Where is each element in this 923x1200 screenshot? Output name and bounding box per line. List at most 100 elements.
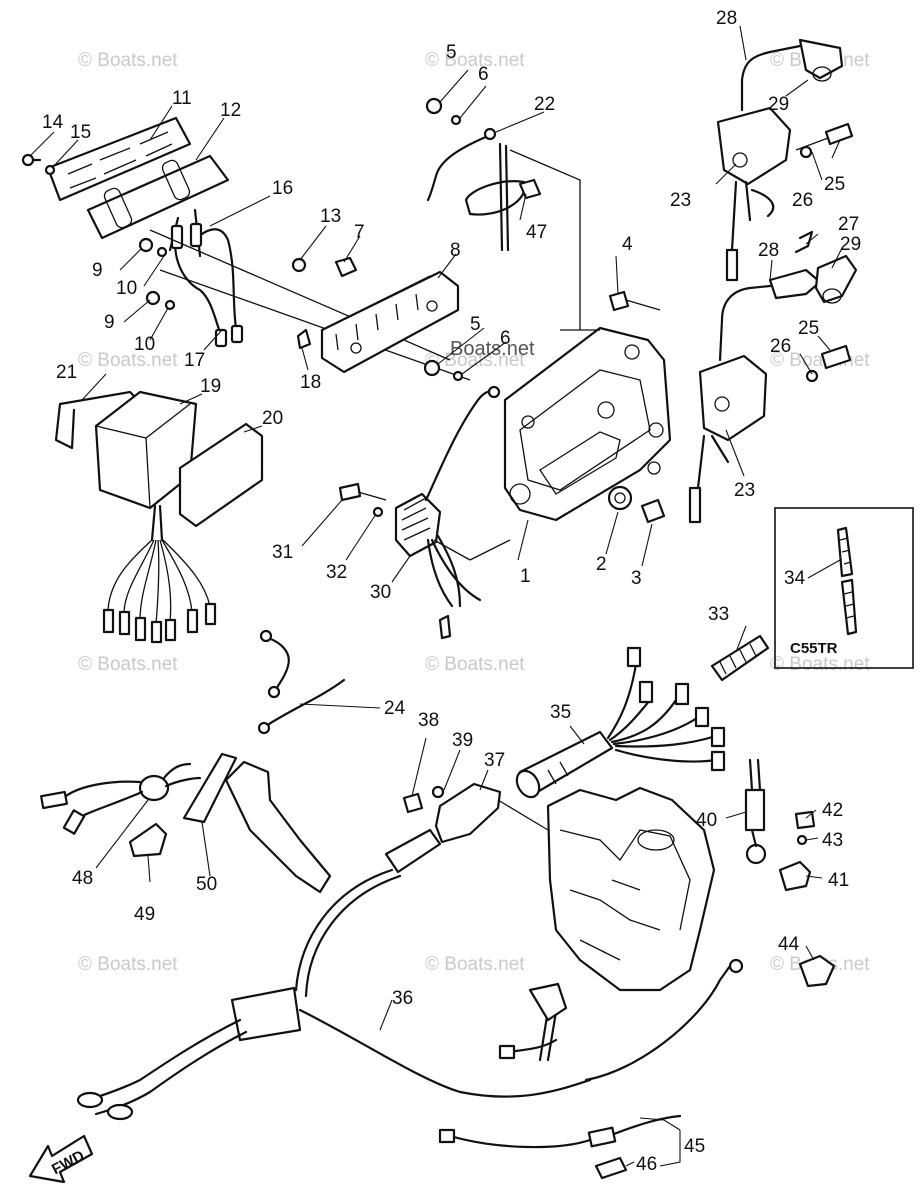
watermark: © Boats.net <box>770 654 870 675</box>
part-bracket-bar <box>320 270 460 374</box>
part-rectifier <box>394 385 511 640</box>
variant-box: C55TR <box>774 507 914 669</box>
callout-6: 6 <box>500 328 511 349</box>
part-ignition-coil-upper <box>716 38 844 282</box>
part-bushing <box>607 485 633 511</box>
callout-24: 24 <box>384 698 406 719</box>
callout-35: 35 <box>550 702 571 723</box>
callout-4: 4 <box>622 234 633 255</box>
callout-44: 44 <box>778 934 800 955</box>
callout-25: 25 <box>798 318 819 339</box>
leader-bracket <box>509 149 600 331</box>
callout-20: 20 <box>262 408 283 429</box>
part-screw <box>21 153 35 167</box>
callout-29: 29 <box>768 94 789 115</box>
callout-31: 31 <box>272 542 293 563</box>
part-washer-6 <box>452 370 464 382</box>
callout-22: 22 <box>534 94 555 115</box>
callout-19: 19 <box>200 376 221 397</box>
callout-32: 32 <box>326 562 347 583</box>
part-harness-plug <box>515 646 726 799</box>
callout-50: 50 <box>196 874 217 895</box>
part-bolt <box>334 256 358 278</box>
callout-30: 30 <box>370 582 391 603</box>
part-washer-26 <box>799 145 813 159</box>
callout-27: 27 <box>838 214 859 235</box>
callout-41: 41 <box>828 870 849 891</box>
callout-11: 11 <box>172 88 192 109</box>
part-switch-48 <box>40 762 202 835</box>
callout-23: 23 <box>670 190 691 211</box>
part-nameplate <box>46 116 192 202</box>
callout-2: 2 <box>596 554 607 575</box>
callout-10: 10 <box>116 278 137 299</box>
part-ignition-coil-lower <box>688 254 858 524</box>
callout-17: 17 <box>184 350 205 371</box>
watermark: Boats.net <box>450 338 535 360</box>
part-screw-42 <box>794 810 816 830</box>
callout-33: 33 <box>708 604 729 625</box>
part-connector-45 <box>438 1114 682 1149</box>
part-switch-40 <box>744 758 767 865</box>
part-nut <box>291 257 307 273</box>
callout-3: 3 <box>631 568 642 589</box>
callout-6: 6 <box>478 64 489 85</box>
callout-38: 38 <box>418 710 439 731</box>
variant-label: C55TR <box>790 640 838 657</box>
part-clip <box>296 328 312 350</box>
part-washer-6-top <box>450 114 462 126</box>
part-washer-43 <box>796 834 808 846</box>
callout-25: 25 <box>824 174 845 195</box>
part-cdi-wires <box>102 504 217 644</box>
callout-10: 10 <box>134 334 155 355</box>
callout-9: 9 <box>92 260 103 281</box>
part-bolt-31 <box>338 482 362 502</box>
part-sleeve <box>710 634 770 682</box>
callout-21: 21 <box>56 362 77 383</box>
part-plug-46 <box>594 1156 628 1180</box>
callout-26: 26 <box>792 190 813 211</box>
part-main-bracket <box>503 326 672 522</box>
callout-5: 5 <box>470 314 481 335</box>
callout-23: 23 <box>734 480 755 501</box>
callout-49: 49 <box>134 904 155 925</box>
part-collar <box>640 498 666 524</box>
part-bracket-41 <box>778 860 812 892</box>
part-washer-39 <box>431 785 445 799</box>
callout-13: 13 <box>320 206 341 227</box>
part-plate-holder <box>86 154 230 240</box>
callout-18: 18 <box>300 372 321 393</box>
fwd-arrow: FWD <box>28 1134 94 1184</box>
callout-47: 47 <box>526 222 547 243</box>
watermark-layer: © Boats.net © Boats.net © Boats.net © Bo… <box>78 50 870 975</box>
part-ground-wire <box>426 127 542 252</box>
callout-12: 12 <box>220 100 241 121</box>
part-bolt-38 <box>402 792 424 814</box>
part-bolt-4 <box>608 290 630 312</box>
part-cover <box>178 422 264 528</box>
part-bolt-25 <box>824 122 854 146</box>
part-clamp <box>798 954 836 988</box>
callout-29: 29 <box>840 234 861 255</box>
part-plate-50 <box>182 752 238 824</box>
callout-8: 8 <box>450 240 461 261</box>
callout-16: 16 <box>272 178 293 199</box>
watermark: © Boats.net <box>425 654 525 675</box>
watermark: © Boats.net <box>78 954 178 975</box>
part-screw-5-top <box>425 97 443 115</box>
part-bolt-25-lower <box>820 344 852 370</box>
callout-14: 14 <box>42 112 64 133</box>
part-bracket-37 <box>434 782 502 844</box>
part-clip-27 <box>794 230 814 254</box>
callout-1: 1 <box>520 566 531 587</box>
callout-37: 37 <box>484 750 505 771</box>
callout-40: 40 <box>696 810 717 831</box>
watermark: © Boats.net <box>425 954 525 975</box>
callout-42: 42 <box>822 800 843 821</box>
part-engine-block <box>546 786 716 992</box>
part-wire-24 <box>257 629 346 735</box>
callout-48: 48 <box>72 868 93 889</box>
callout-45: 45 <box>684 1136 705 1157</box>
callout-26: 26 <box>770 336 791 357</box>
